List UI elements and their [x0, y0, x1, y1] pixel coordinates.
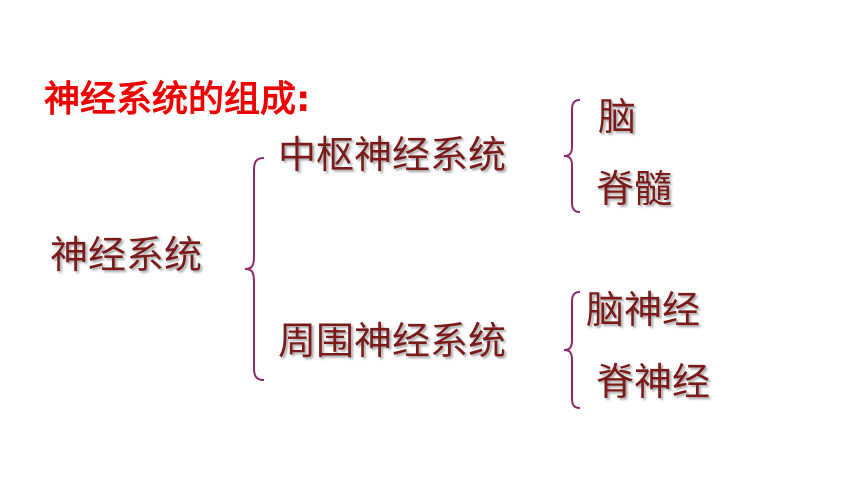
branch-node-peripheral: 周围神经系统	[278, 319, 507, 363]
root-node: 神经系统	[50, 233, 203, 277]
central-brace-path	[563, 99, 581, 213]
root-brace-path	[244, 157, 265, 381]
leaf-node-cranial-nerves: 脑神经	[586, 288, 701, 332]
branch-node-central: 中枢神经系统	[278, 133, 507, 177]
leaf-node-spinal-cord: 脊髓	[596, 167, 673, 211]
root-brace	[244, 157, 265, 381]
peripheral-brace-path	[563, 291, 581, 409]
diagram-heading: 神经系统的组成:	[44, 79, 311, 120]
leaf-node-brain: 脑	[598, 95, 637, 139]
central-brace	[563, 99, 581, 213]
leaf-node-spinal-nerves: 脊神经	[596, 360, 711, 404]
peripheral-brace	[563, 291, 581, 409]
